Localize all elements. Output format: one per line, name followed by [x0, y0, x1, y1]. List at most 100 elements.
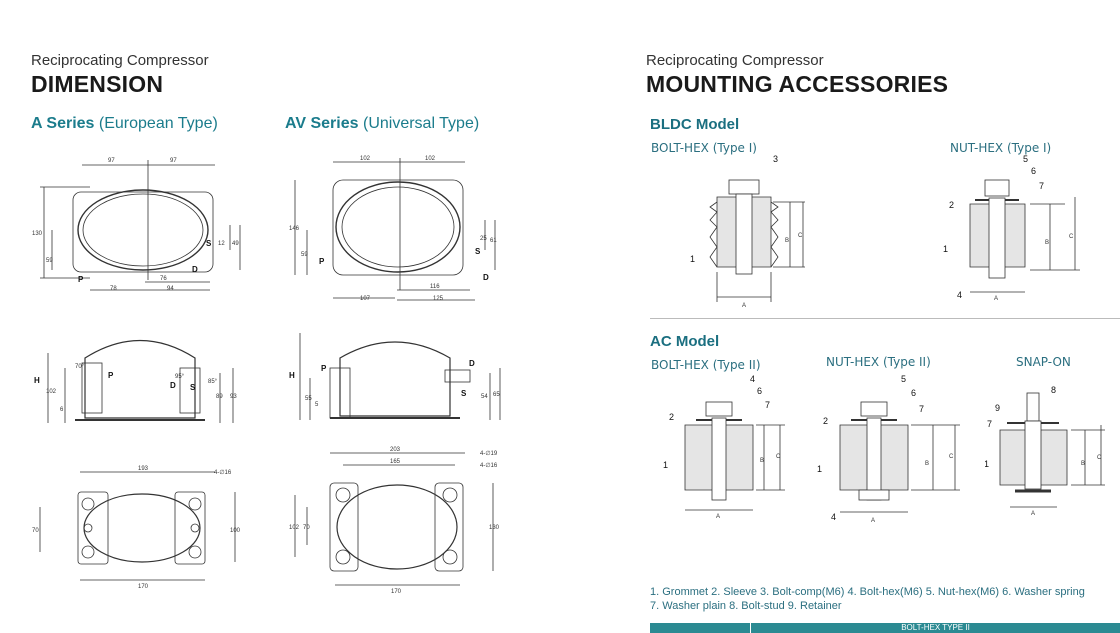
a-series-heading: A Series (European Type): [31, 115, 218, 133]
av-top-p-label: P: [319, 257, 325, 266]
section-divider: [650, 318, 1120, 319]
av-bot-102: 102: [289, 525, 300, 531]
a-side-s-label: S: [190, 383, 196, 392]
a-h-total: 130: [32, 231, 43, 237]
bldc-bolt-callout-1: 1: [690, 254, 695, 264]
ac-nut-dim-b: B: [925, 461, 929, 467]
dimension-title: DIMENSION: [31, 71, 164, 97]
a-bot-170: 170: [138, 584, 149, 590]
spec-table-header-title: BOLT-HEX TYPE II: [901, 623, 970, 632]
a-top-d-label: D: [192, 265, 198, 274]
av-series-heading: AV Series (Universal Type): [285, 115, 479, 133]
snap-callout-9: 9: [995, 403, 1000, 413]
av-r61: 61: [490, 238, 497, 244]
av-side-d-label: D: [469, 359, 475, 368]
bldc-nut-dim-a: A: [994, 296, 998, 302]
av-series-top-view: 102 102 146 59 25 61 116 107 125 S D P: [289, 156, 497, 302]
right-kicker: Reciprocating Compressor: [646, 52, 824, 69]
a-r12: 12: [218, 241, 225, 247]
legend-line-1: 1. Grommet 2. Sleeve 3. Bolt-comp(M6) 4.…: [650, 586, 1085, 598]
av-r25: 25: [480, 236, 487, 242]
a-series-side-view: H 102 6 89 93 70° 95° 85° P D S: [34, 339, 237, 423]
bldc-nut-callout-1: 1: [943, 244, 948, 254]
a-side-89: 89: [216, 394, 223, 400]
bldc-bolt-label: BOLT-HEX (Type I): [651, 141, 757, 155]
av-bot-70: 70: [303, 525, 310, 531]
bldc-nut-label: NUT-HEX (Type I): [950, 141, 1052, 155]
a-top-s-label: S: [206, 239, 212, 248]
a-bot-100: 100: [230, 528, 241, 534]
a-side-h102: 102: [46, 389, 57, 395]
ac-bolt-callout-7: 7: [765, 400, 770, 410]
ac-nut-callout-6: 6: [911, 388, 916, 398]
snap-callout-1: 1: [985, 459, 989, 469]
a-side-p-label: P: [108, 371, 114, 380]
snap-callout-7: 7: [987, 419, 992, 429]
a-series-name: A Series: [31, 115, 95, 132]
bldc-nut-callout-2: 2: [949, 200, 954, 210]
spec-table-header-blank: [650, 623, 751, 633]
av-h59: 59: [301, 252, 308, 258]
a-top-w2: 97: [170, 158, 177, 164]
ac-bolt-dim-a: A: [716, 514, 720, 520]
a-b76: 76: [160, 276, 167, 282]
ac-nut-dim-c: C: [949, 454, 954, 460]
ac-bolt-callout-2: 2: [669, 412, 674, 422]
av-h146: 146: [289, 226, 300, 232]
a-series-top-view: 97 97 130 59 12 49 76 78 94 S D P: [32, 158, 241, 292]
bldc-model-heading: BLDC Model: [650, 116, 740, 133]
ac-bolt-label: BOLT-HEX (Type II): [651, 358, 761, 372]
ac-nut-callout-4: 4: [831, 512, 836, 522]
ac-bolt-dim-b: B: [760, 458, 764, 464]
ac-bolt-callout-1: 1: [663, 460, 668, 470]
bldc-nut-callout-5: 5: [1023, 154, 1028, 164]
a-top-w1: 97: [108, 158, 115, 164]
av-b107: 107: [360, 296, 371, 302]
ac-nut-drawing: 5 6 7 2 1 4 B C A: [817, 374, 960, 524]
ac-nut-dim-a: A: [871, 518, 875, 524]
bldc-bolt-callout-3: 3: [773, 154, 778, 164]
left-kicker: Reciprocating Compressor: [31, 52, 209, 69]
av-series-side-view: H 55 5 54 65 P D S: [289, 333, 501, 420]
av-side-s-label: S: [461, 389, 467, 398]
ac-bolt-callout-6: 6: [757, 386, 762, 396]
a-series-bottom-view: 193 4-∅16 70 100 170: [32, 466, 241, 590]
av-side-p-label: P: [321, 364, 327, 373]
bldc-nut-callout-6: 6: [1031, 166, 1036, 176]
ac-nut-callout-5: 5: [901, 374, 906, 384]
ac-nut-callout-2: 2: [823, 416, 828, 426]
bldc-nut-callout-4: 4: [957, 290, 962, 300]
av-side-65: 65: [493, 392, 500, 398]
av-top-w1: 102: [360, 156, 371, 162]
snap-dim-a: A: [1031, 511, 1035, 517]
av-side-55: 55: [305, 396, 312, 402]
av-bot-130: 130: [489, 525, 500, 531]
av-top-s-label: S: [475, 247, 481, 256]
ac-snap-label: SNAP-ON: [1016, 355, 1071, 369]
a-side-93: 93: [230, 394, 237, 400]
ac-model-heading: AC Model: [650, 333, 720, 350]
av-bot-165: 165: [390, 459, 401, 465]
bldc-nut-drawing: 5 6 7 2 1 4 B C A: [943, 154, 1080, 302]
av-bot-holes1: 4-∅19: [480, 450, 498, 457]
ac-nut-label: NUT-HEX (Type II): [826, 355, 931, 369]
a-bot-holes: 4-∅16: [214, 469, 232, 476]
mounting-title: MOUNTING ACCESSORIES: [646, 71, 949, 97]
av-bot-203: 203: [390, 447, 401, 453]
a-b94: 94: [167, 286, 174, 292]
parts-legend: 1. Grommet 2. Sleeve 3. Bolt-comp(M6) 4.…: [650, 585, 1120, 613]
av-series-type: (Universal Type): [362, 115, 480, 132]
a-side-h-label: H: [34, 376, 40, 385]
av-series-name: AV Series: [285, 115, 359, 132]
a-side-6: 6: [60, 407, 64, 413]
ac-nut-callout-7: 7: [919, 404, 924, 414]
a-bot-193: 193: [138, 466, 149, 472]
av-side-54: 54: [481, 394, 488, 400]
bldc-bolt-dim-c: C: [798, 233, 803, 239]
ac-bolt-drawing: 4 6 7 2 1 B C A: [663, 374, 785, 520]
bldc-bolt-dim-a: A: [742, 303, 746, 309]
av-top-w2: 102: [425, 156, 436, 162]
a-side-ang2: 95°: [175, 374, 185, 380]
av-side-h-label: H: [289, 371, 295, 380]
bldc-nut-dim-c: C: [1069, 234, 1074, 240]
